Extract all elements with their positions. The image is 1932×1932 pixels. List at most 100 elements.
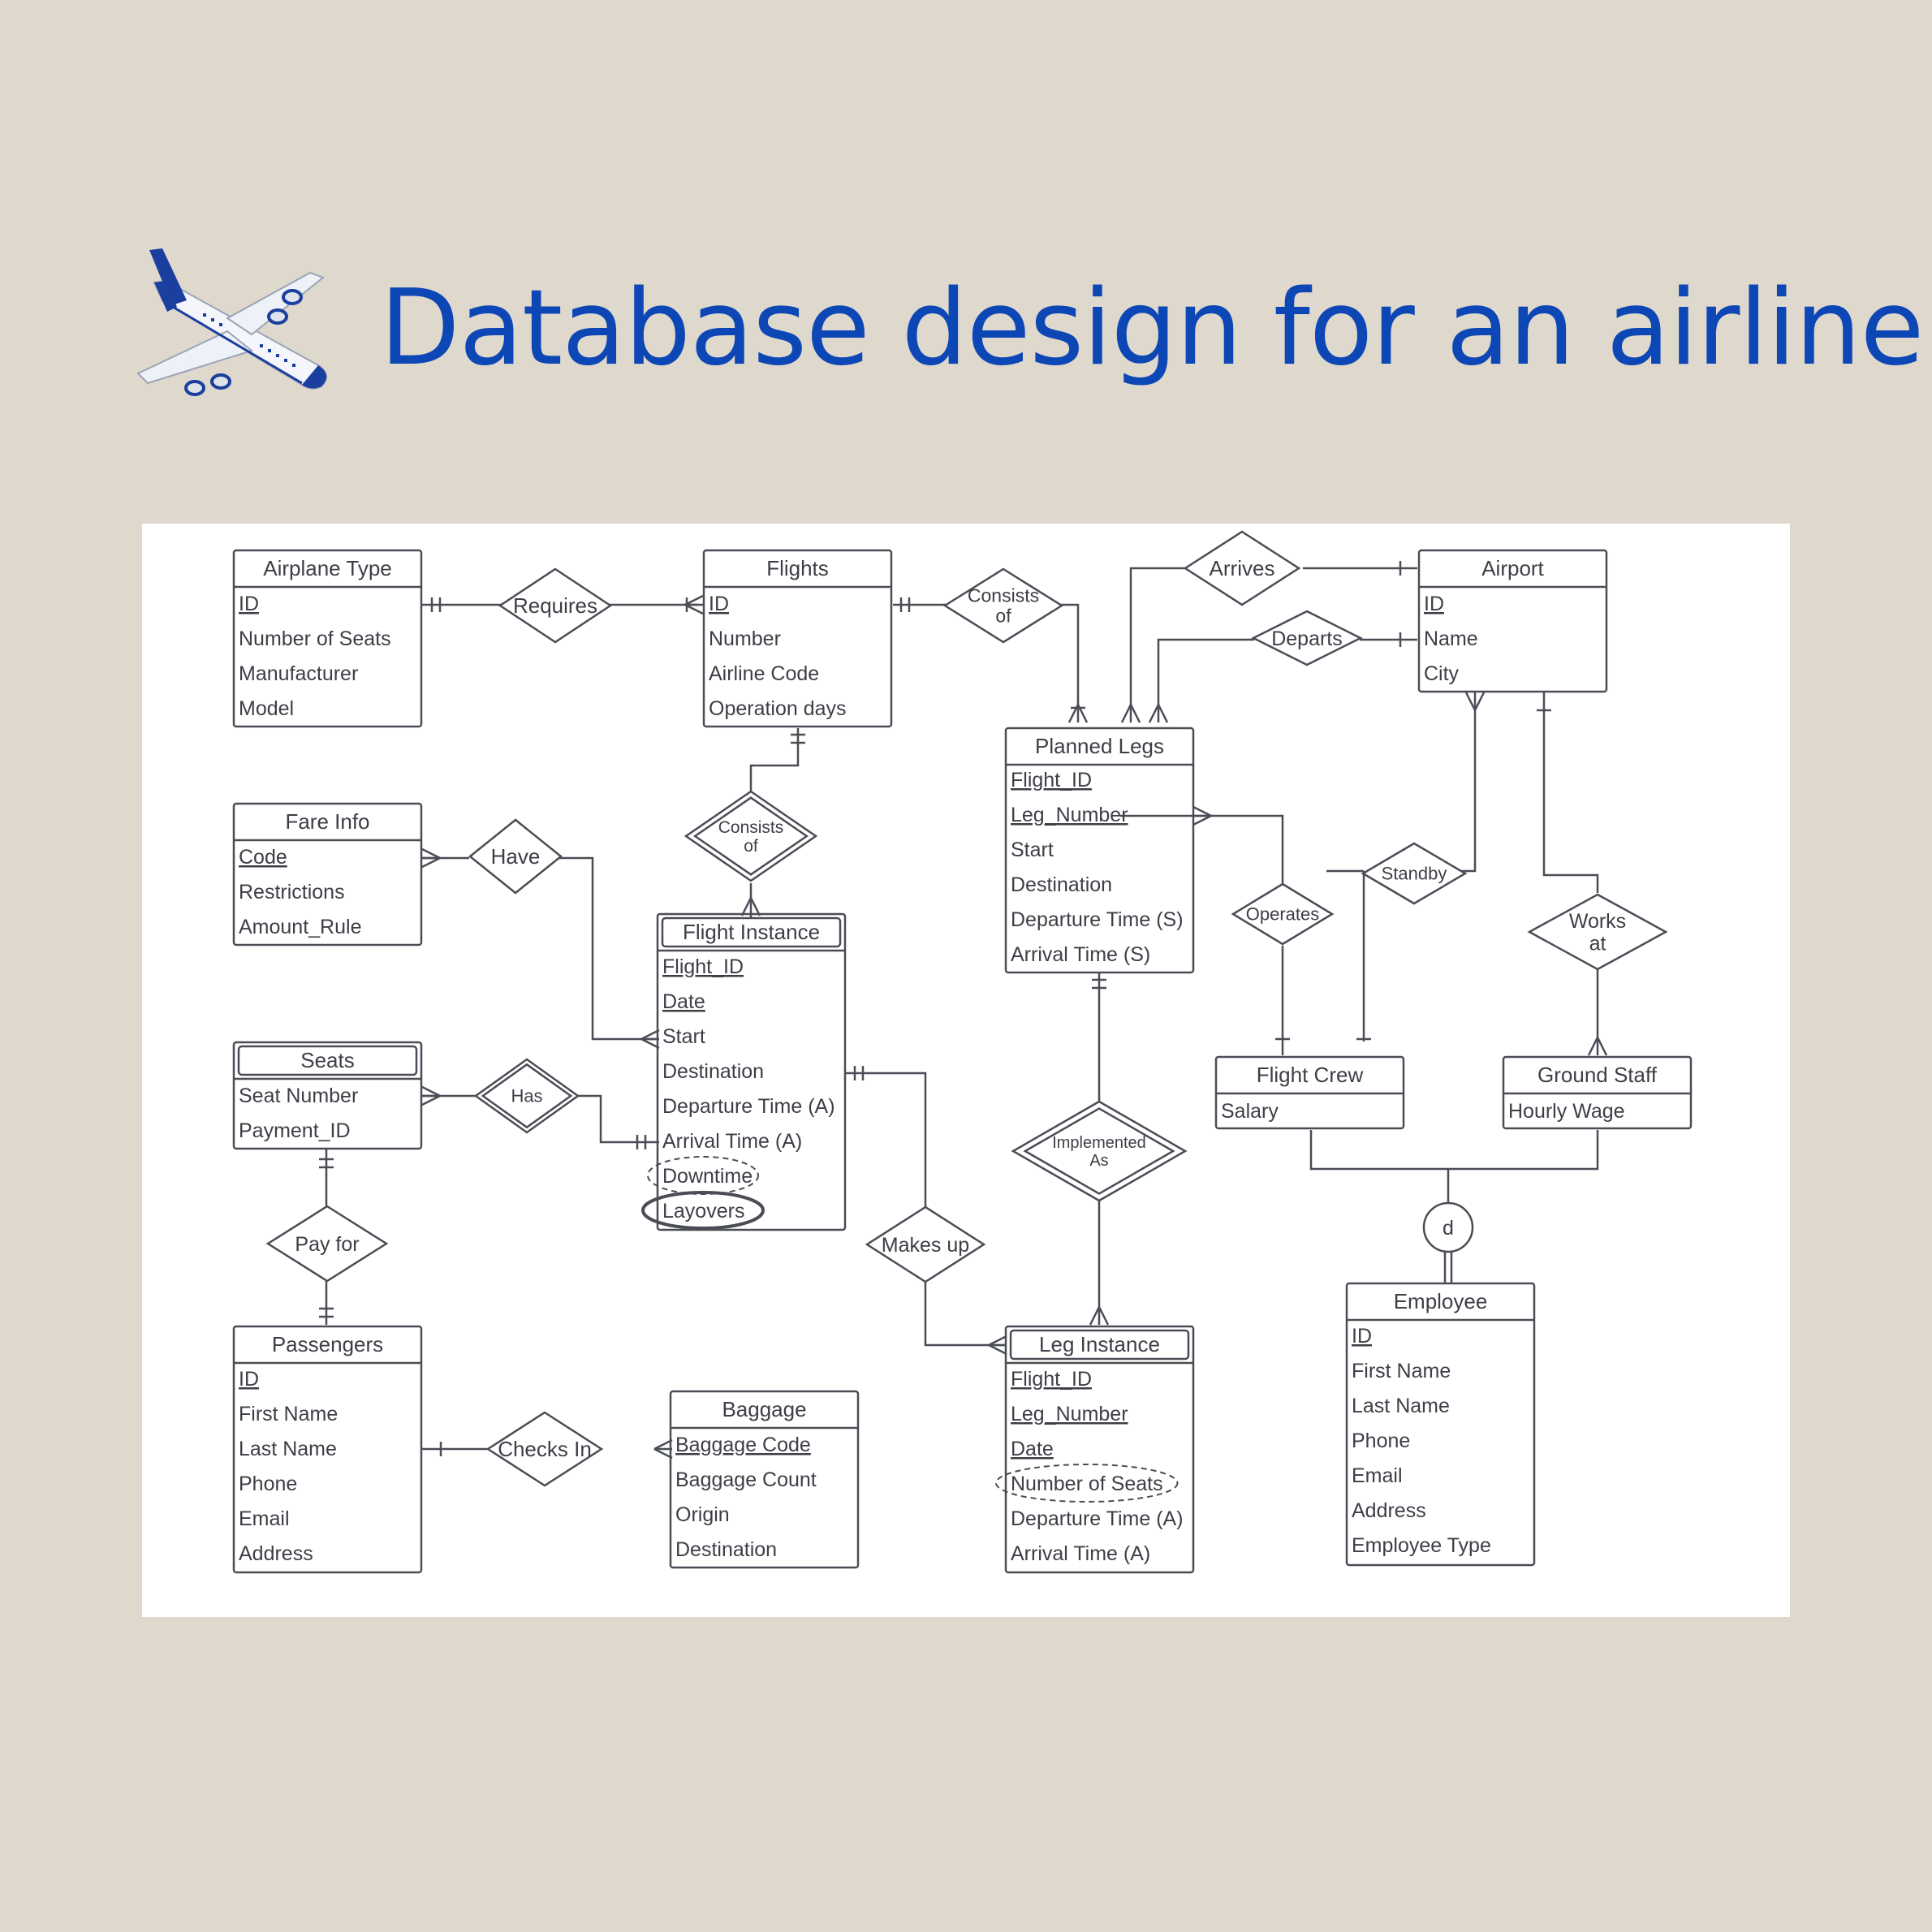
relationship-diamond xyxy=(1361,842,1468,905)
entity-name: Fare Info xyxy=(285,809,369,834)
relationship-diamond xyxy=(1251,610,1363,666)
entity-box xyxy=(669,1390,860,1569)
relationship-label: Has xyxy=(511,1086,542,1106)
relationship-operates[interactable]: Operates xyxy=(1231,882,1335,946)
entity-box xyxy=(1004,727,1195,974)
attribute: Destination xyxy=(1011,873,1112,896)
attribute: Arrival Time (A) xyxy=(1011,1542,1150,1565)
relationship-standby[interactable]: Standby xyxy=(1361,842,1468,905)
relationship-have[interactable]: Have xyxy=(468,818,563,895)
attribute: Email xyxy=(239,1507,290,1530)
attribute: Start xyxy=(1011,839,1054,861)
cardinality-mark xyxy=(1587,1037,1599,1056)
relationship-label: Implemented xyxy=(1052,1134,1146,1152)
entity-box xyxy=(232,1325,423,1574)
connector-line xyxy=(1542,692,1599,893)
cardinality-mark xyxy=(684,594,704,606)
primary-key-attribute: ID xyxy=(239,1368,259,1391)
relationship-diamond xyxy=(468,818,563,895)
primary-key-attribute: Date xyxy=(1011,1438,1054,1460)
attribute: Last Name xyxy=(239,1438,337,1460)
cardinality-mark xyxy=(1129,704,1141,723)
relationship-makes-up[interactable]: Makes up xyxy=(865,1205,986,1283)
relationship-pay-for[interactable]: Pay for xyxy=(265,1205,389,1283)
entity-box xyxy=(232,1041,423,1150)
attribute: First Name xyxy=(1352,1360,1451,1382)
cardinality-mark xyxy=(1098,1306,1110,1326)
entity-name: Airport xyxy=(1481,556,1544,580)
cardinality-mark xyxy=(653,1447,673,1460)
relationship-label: As xyxy=(1089,1152,1108,1170)
entity-flight-instance[interactable]: Flight InstanceFlight_IDDateStartDestina… xyxy=(641,912,847,1231)
identifying-relationship-inner xyxy=(1023,1107,1175,1195)
attribute: Number of Seats xyxy=(1011,1473,1163,1495)
relationship-diamond xyxy=(1231,882,1335,946)
entity-leg-instance[interactable]: Leg InstanceFlight_IDLeg_NumberDateNumbe… xyxy=(995,1325,1195,1574)
primary-key-attribute: Leg_Number xyxy=(1011,1403,1128,1425)
relationship-requires[interactable]: Requires xyxy=(498,567,613,644)
connector-line xyxy=(1309,1130,1599,1171)
attribute: Manufacturer xyxy=(239,662,358,685)
attribute: Email xyxy=(1352,1464,1403,1487)
connector-line xyxy=(559,856,659,1041)
connector-line xyxy=(749,728,800,794)
relationship-label: Have xyxy=(491,844,541,869)
attribute: Baggage Count xyxy=(675,1468,817,1491)
weak-entity-inner-box xyxy=(237,1045,418,1076)
relationship-diamond xyxy=(485,1411,604,1487)
attribute: Address xyxy=(239,1542,313,1565)
primary-key-attribute: Date xyxy=(662,990,705,1013)
relationship-label: Checks In xyxy=(498,1437,592,1461)
entity-name: Passengers xyxy=(272,1332,383,1356)
attribute: Restrictions xyxy=(239,881,345,903)
cardinality-mark xyxy=(1473,692,1486,711)
primary-key-attribute: Flight_ID xyxy=(662,955,744,978)
attribute: Hourly Wage xyxy=(1508,1100,1625,1123)
primary-key-attribute: Baggage Code xyxy=(675,1434,811,1456)
entity-name: Flight Instance xyxy=(683,920,820,944)
primary-key-attribute: Flight_ID xyxy=(1011,769,1092,791)
relationship-label: Consists xyxy=(718,818,784,837)
cardinality-mark xyxy=(421,856,441,869)
relationship-label: Departs xyxy=(1271,627,1343,650)
connector-line xyxy=(1157,638,1254,722)
entity-planned-legs[interactable]: Planned LegsFlight_IDLeg_NumberStartDest… xyxy=(1004,727,1195,974)
attribute: Operation days xyxy=(709,697,847,720)
entity-box xyxy=(232,802,423,947)
relationship-diamond xyxy=(1527,893,1668,971)
relationship-checks-in[interactable]: Checks In xyxy=(485,1411,604,1487)
connector-line xyxy=(1129,567,1185,722)
relationship-arrives[interactable]: Arrives xyxy=(1183,530,1301,606)
relationship-departs[interactable]: Departs xyxy=(1251,610,1363,666)
attribute: Start xyxy=(662,1025,705,1048)
attribute: Departure Time (A) xyxy=(1011,1507,1184,1530)
cardinality-mark xyxy=(421,1085,441,1098)
entity-name: Flights xyxy=(766,556,829,580)
connector-line xyxy=(1120,814,1284,885)
relationship-label: Standby xyxy=(1382,864,1447,884)
relationship-has[interactable]: Has xyxy=(473,1058,580,1134)
attribute: Address xyxy=(1352,1499,1426,1522)
attribute: Name xyxy=(1424,627,1478,650)
entity-name: Ground Staff xyxy=(1537,1063,1658,1087)
connector-line xyxy=(576,1094,659,1144)
relationship-label: of xyxy=(744,837,758,856)
relationship-label: of xyxy=(995,606,1011,627)
attribute: Amount_Rule xyxy=(239,916,361,938)
relationship-diamond xyxy=(473,1058,580,1134)
attribute: Number of Seats xyxy=(239,627,391,650)
